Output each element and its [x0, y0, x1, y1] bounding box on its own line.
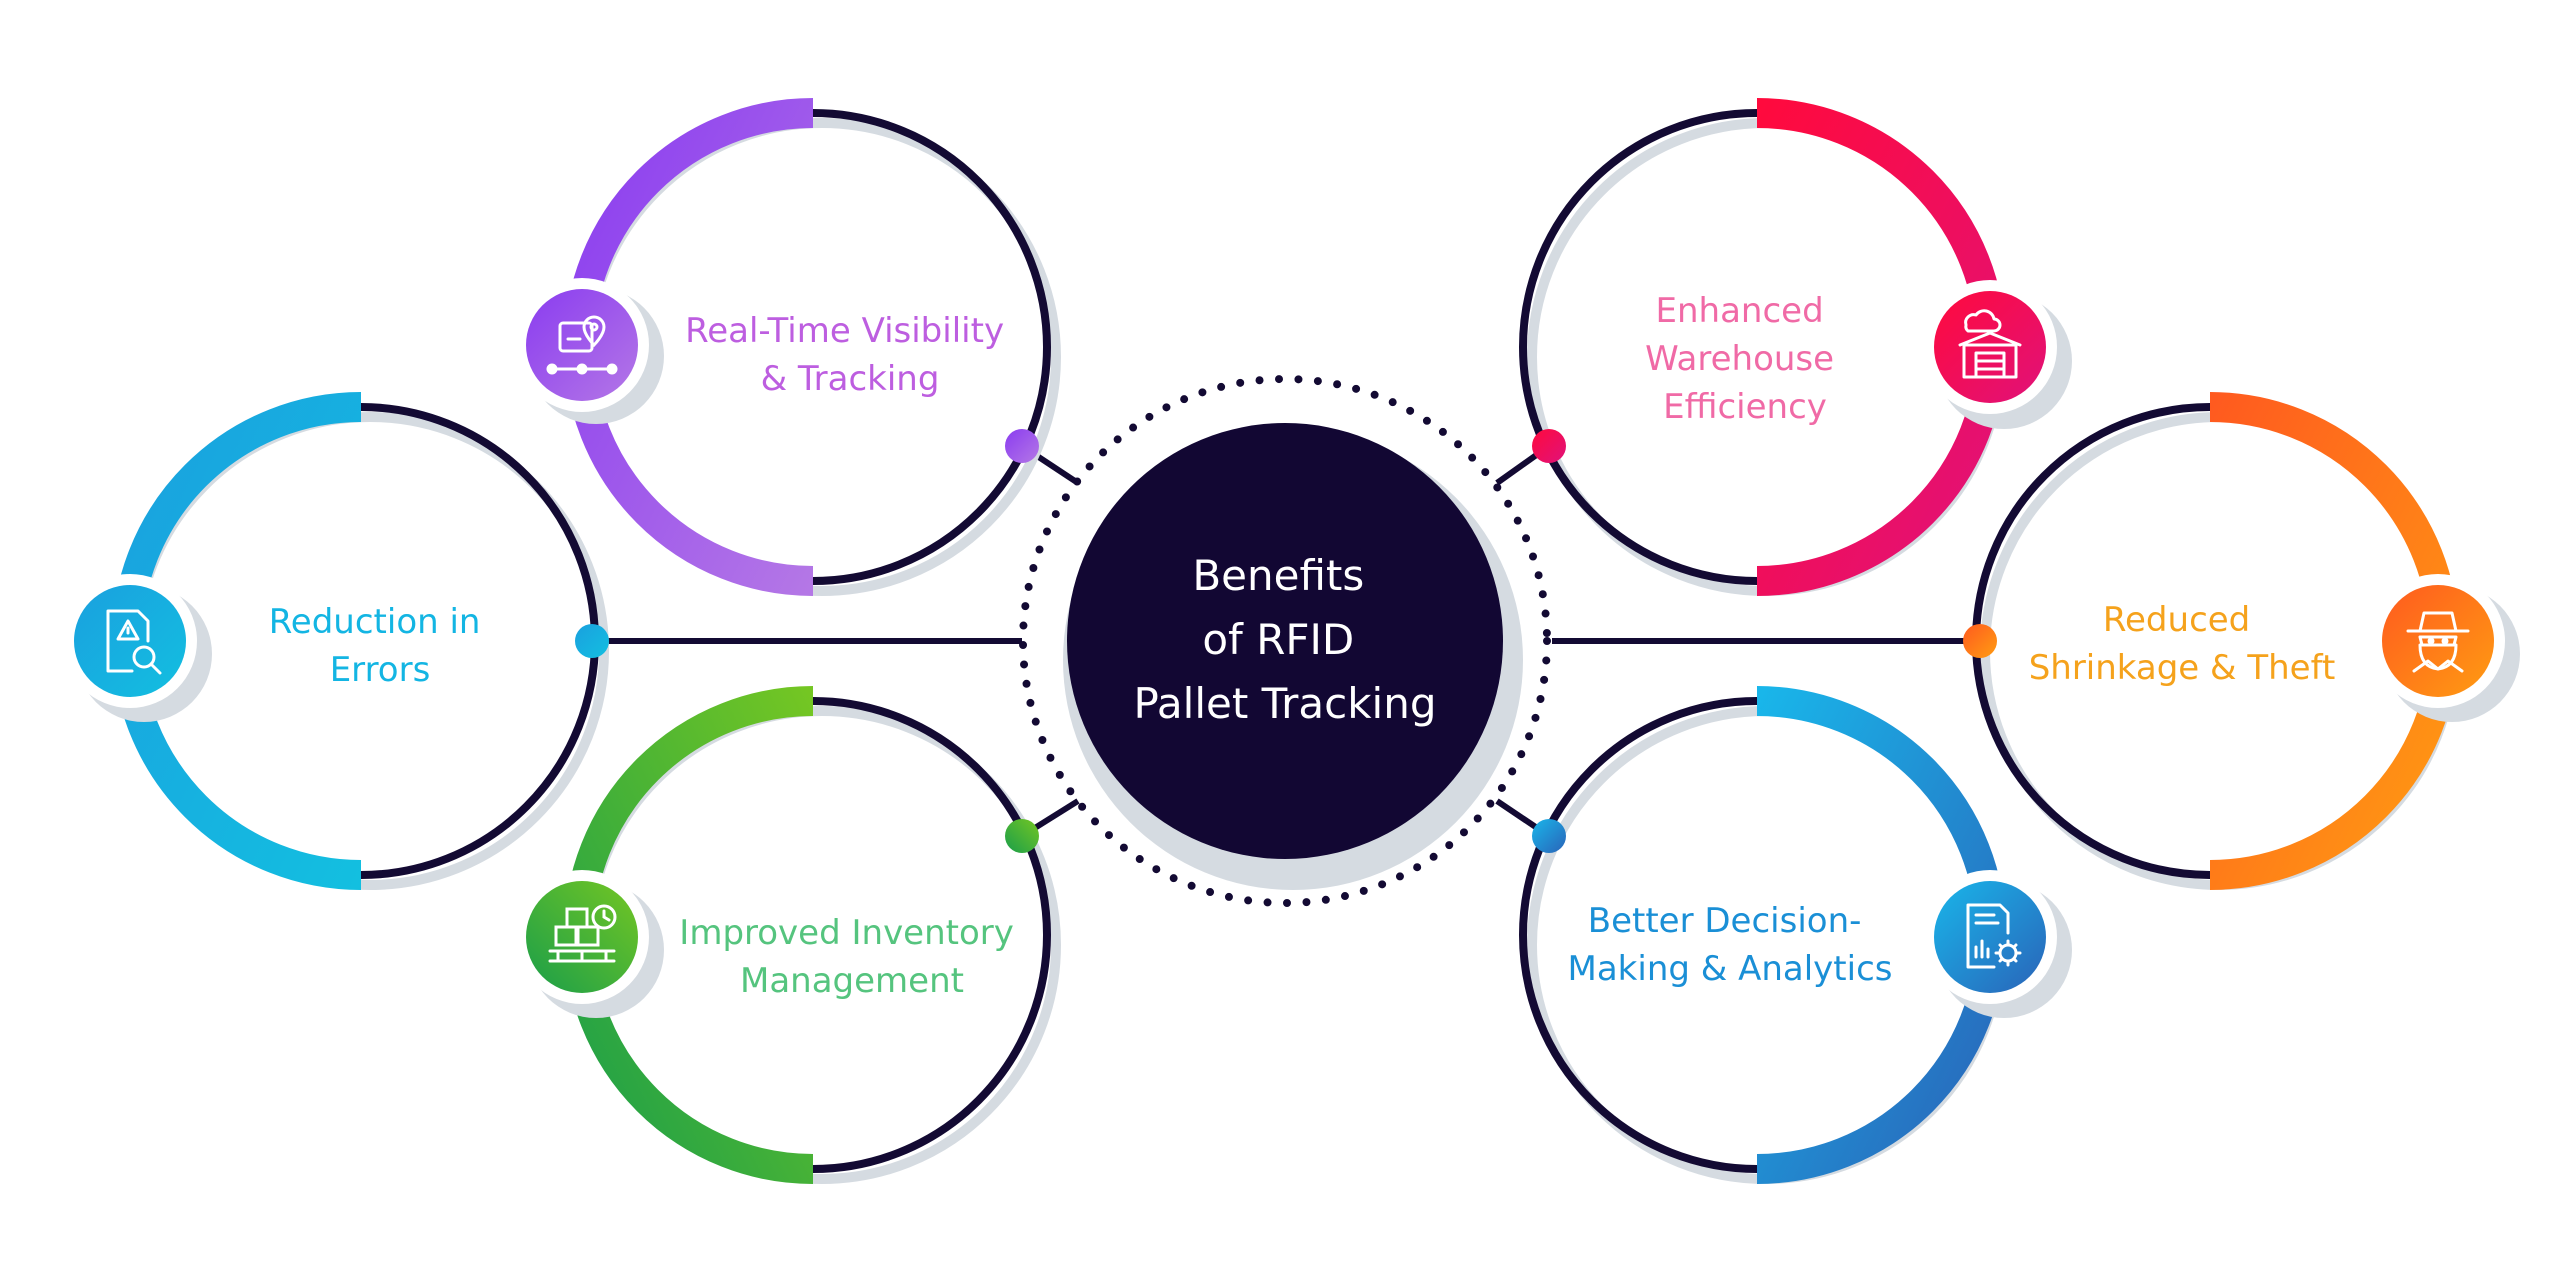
icon-badge [74, 585, 186, 697]
connector-dot [1532, 429, 1566, 463]
connector-dot [1005, 819, 1039, 853]
benefit-label-line-2: Making & Analytics [1568, 949, 1893, 989]
benefit-real-time-visibility: Real-Time Visibility & Tracking [515, 98, 1061, 596]
icon-badge [1934, 881, 2046, 993]
center-title-line-2: of RFID [1202, 615, 1354, 664]
benefit-label-line-1: Reduction in [269, 602, 481, 642]
warehouse-cloud-icon [1958, 309, 2022, 379]
svg-text:Better Decision- Making: Better Decision- Making & Analytics [1568, 901, 1893, 989]
benefit-label-line-1: Improved Inventory [679, 913, 1014, 953]
svg-text:Enhanced Warehouse: Enhanced Warehouse Efficiency [1645, 291, 1845, 427]
benefit-label-line-2: Errors [330, 650, 431, 690]
icon-badge [1934, 291, 2046, 403]
benefit-label-line-1: Better Decision- [1588, 901, 1862, 941]
benefit-improved-inventory: Improved Inventory Management [515, 686, 1061, 1184]
benefit-label-line-1: Enhanced [1656, 291, 1824, 331]
svg-text:Reduced Shrinkage & Thef: Reduced Shrinkage & Theft [2029, 600, 2336, 688]
connector-dot [575, 624, 609, 658]
benefit-label-line-1: Real-Time Visibility [685, 311, 1004, 351]
icon-badge [526, 881, 638, 993]
center-title-line-3: Pallet Tracking [1133, 679, 1436, 728]
icon-badge [526, 289, 638, 401]
benefit-label-line-2: & Tracking [761, 359, 940, 399]
benefit-better-decision: Better Decision- Making & Analytics [1519, 686, 2072, 1184]
benefit-enhanced-warehouse: Enhanced Warehouse Efficiency [1519, 98, 2072, 596]
package-location-icon [546, 315, 618, 375]
connector-dot [1532, 819, 1566, 853]
svg-text:Real-Time Visibility & T: Real-Time Visibility & Tracking [685, 311, 1015, 399]
document-warning-search-icon [106, 609, 162, 675]
benefit-label-line-2: Management [740, 961, 964, 1001]
benefit-reduced-shrinkage: Reduced Shrinkage & Theft [1963, 392, 2520, 890]
thief-hat-icon [2406, 611, 2470, 673]
connector-dot [1963, 624, 1997, 658]
center-circle [1067, 423, 1503, 859]
svg-text:Reduction in Errors: Reduction in Errors [269, 602, 492, 690]
benefit-label-line-2: Warehouse [1645, 339, 1834, 379]
center-dotted-ring [1019, 375, 1551, 907]
svg-text:Benefits of RFID P: Benefits of RFID Pallet Tracking [1133, 551, 1436, 728]
benefit-reduction-in-errors: Reduction in Errors [63, 392, 609, 890]
svg-text:Improved Inventory Manag: Improved Inventory Management [679, 913, 1024, 1001]
benefit-label-line-2: Shrinkage & Theft [2029, 648, 2336, 688]
inventory-boxes-clock-icon [548, 904, 617, 963]
center-hub: Benefits of RFID Pallet Tracking [1019, 375, 1551, 907]
benefit-label-line-1: Reduced [2103, 600, 2250, 640]
benefit-label-line-3: Efficiency [1663, 387, 1827, 427]
report-gear-icon [1966, 903, 2022, 969]
connector-dot [1005, 429, 1039, 463]
icon-badge [2382, 585, 2494, 697]
center-title-line-1: Benefits [1192, 551, 1364, 600]
